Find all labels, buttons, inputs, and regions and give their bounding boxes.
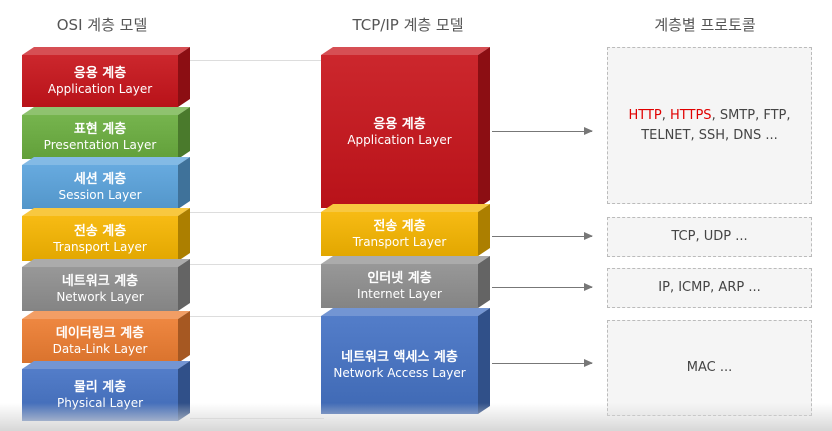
connector-line [190, 316, 324, 317]
layer-side-face [478, 308, 490, 414]
layer-name-korean: 세션 계층 [73, 172, 127, 187]
layer-side-face [478, 256, 490, 308]
protocol-separator: , [661, 107, 671, 123]
layer-side-face [178, 259, 190, 311]
layer-name-english: Transport Layer [352, 235, 447, 249]
layer-name-korean: 응용 계층 [73, 66, 127, 81]
layer-top-face [22, 47, 190, 55]
layer-name-korean: 네트워크 액세스 계층 [341, 350, 458, 365]
layer-top-face [22, 361, 190, 369]
layer-side-face [178, 208, 190, 261]
layer-name-english: Application Layer [347, 132, 452, 147]
protocol-box-application: HTTP, HTTPS, SMTP, FTP, TELNET, SSH, DNS… [607, 47, 812, 204]
layer-side-face [478, 204, 490, 256]
arrow-transport [492, 232, 593, 240]
layer-side-face [178, 157, 190, 209]
layer-name-english: Application Layer [47, 82, 153, 96]
layer-top-face [22, 259, 190, 267]
arrow-application [492, 127, 593, 135]
layer-side-face [178, 107, 190, 159]
layer-name-english: Internet Layer [357, 287, 442, 301]
layer-name-english: Presentation Layer [43, 138, 157, 152]
layer-name-korean: 인터넷 계층 [367, 271, 432, 286]
tcpip-model-title: TCP/IP 계층 모델 [352, 16, 464, 34]
layer-name-korean: 표현 계층 [73, 122, 127, 137]
layer-side-face [178, 311, 190, 363]
arrow-internet [492, 283, 593, 291]
layer-top-face [22, 311, 190, 319]
application-protocols-line1: HTTP, HTTPS, SMTP, FTP, [628, 106, 790, 126]
layer-name-english: Network Access Layer [333, 366, 466, 380]
http-protocol: HTTP [628, 107, 662, 123]
layer-top-face [22, 107, 190, 115]
osi-model-title: OSI 계층 모델 [56, 16, 148, 34]
layer-name-korean: 데이터링크 계층 [55, 326, 145, 341]
arrow-network-access [492, 359, 593, 367]
layer-name-korean: 응용 계층 [373, 116, 426, 132]
layer-top-face [321, 47, 490, 55]
layer-name-english: Session Layer [58, 188, 142, 202]
layer-name-english: Data-Link Layer [52, 342, 148, 356]
layer-top-face [321, 308, 490, 316]
layer-top-face [22, 157, 190, 165]
protocol-box-transport: TCP, UDP ... [607, 217, 812, 257]
protocol-box-internet: IP, ICMP, ARP ... [607, 268, 812, 308]
layer-top-face [321, 256, 490, 264]
layer-name-korean: 전송 계층 [373, 219, 426, 234]
application-protocols-rest1: , SMTP, FTP, [711, 107, 791, 123]
layer-top-face [22, 208, 190, 216]
layer-side-face [178, 47, 190, 107]
application-protocols-line2: TELNET, SSH, DNS ... [641, 127, 778, 143]
layer-name-english: Transport Layer [53, 239, 147, 254]
connector-line [190, 60, 324, 61]
layer-top-face [321, 204, 490, 212]
connector-line [190, 264, 324, 265]
layer-side-face [478, 47, 490, 208]
layer-name-korean: 네트워크 계층 [61, 274, 139, 289]
bottom-shade [0, 403, 832, 431]
protocol-box-network-access: MAC ... [607, 320, 812, 416]
layer-name-korean: 전송 계층 [73, 223, 127, 239]
layer-name-korean: 물리 계층 [73, 380, 127, 395]
https-protocol: HTTPS [670, 107, 712, 123]
layer-name-english: Network Layer [56, 290, 144, 304]
connector-line [190, 212, 324, 213]
protocols-title: 계층별 프로토콜 [654, 16, 756, 34]
